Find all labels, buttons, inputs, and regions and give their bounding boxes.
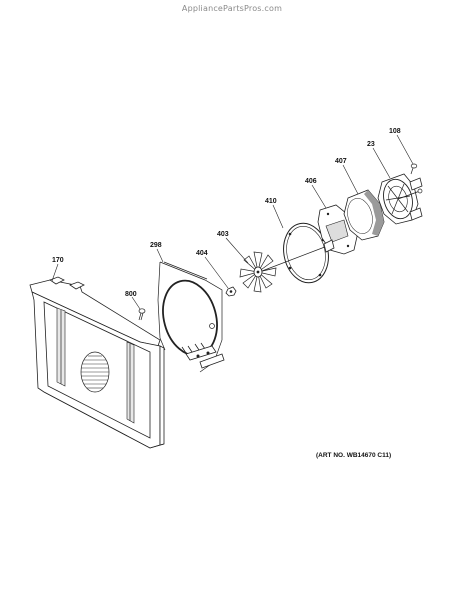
callout-406: 406 (305, 178, 317, 185)
leader-lines (51, 134, 414, 310)
callout-23: 23 (367, 141, 375, 148)
callout-410: 410 (265, 198, 277, 205)
callout-800: 800 (125, 291, 137, 298)
callout-108: 108 (389, 128, 401, 135)
part-800-screw[interactable] (138, 308, 146, 321)
part-298-heating-element[interactable] (155, 261, 225, 373)
part-170-cover-panel[interactable] (29, 276, 165, 449)
part-108-screw[interactable] (410, 163, 418, 175)
part-407-insulation[interactable] (343, 189, 385, 241)
callout-403: 403 (217, 231, 229, 238)
part-406-mounting-plate[interactable] (317, 204, 359, 255)
art-number: (ART NO. WB14670 C11) (316, 452, 392, 459)
callout-170: 170 (52, 257, 64, 264)
callout-407: 407 (335, 158, 347, 165)
watermark: AppliancePartsPros.com (181, 4, 283, 13)
part-403-fan-blade[interactable] (239, 251, 277, 293)
part-23-motor[interactable] (377, 173, 423, 225)
callout-404: 404 (196, 250, 208, 257)
callout-298: 298 (150, 242, 162, 249)
part-404-nut[interactable] (225, 286, 237, 297)
